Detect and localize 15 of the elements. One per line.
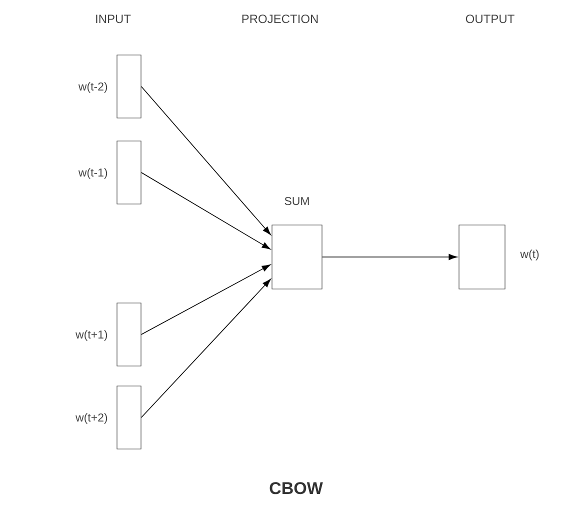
column-heading: INPUT [96,14,131,24]
word-label: w(t+1) [76,330,108,341]
column-heading: PROJECTION [242,14,318,24]
arrow [140,278,271,418]
caption: CBOW [270,482,323,494]
word-label: w(t-2) [78,82,108,93]
word-label: w(t-1) [78,168,108,179]
arrow [140,172,270,250]
word-label: w(t+2) [76,413,108,424]
word-label: SUM [284,196,309,206]
word-label: w(t) [520,250,539,260]
arrow [140,264,270,335]
arrow [140,86,271,235]
column-heading: OUTPUT [466,14,514,24]
arrow [322,254,458,260]
